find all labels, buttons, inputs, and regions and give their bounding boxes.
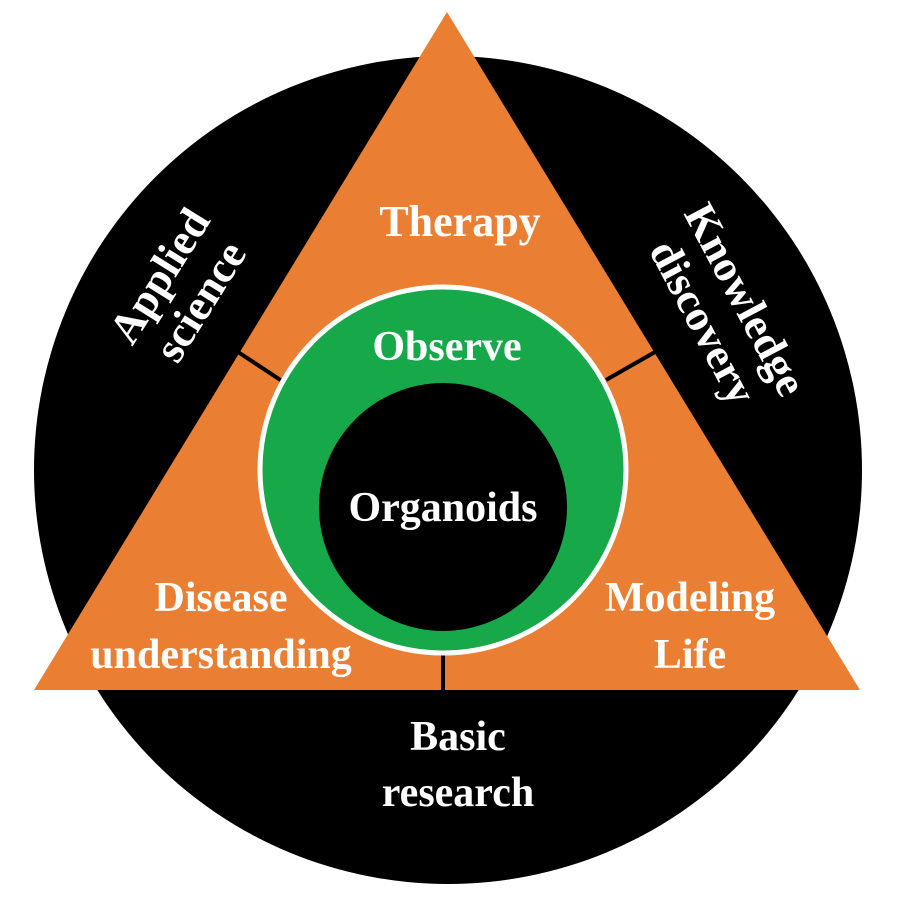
disease-label-line2: understanding (90, 632, 351, 678)
basic-label-line1: Basic (410, 714, 506, 760)
basic-label-line2: research (382, 770, 534, 816)
modeling-label-line2: Life (654, 632, 726, 678)
organoids-label: Organoids (348, 485, 537, 531)
observe-label: Observe (372, 324, 521, 370)
disease-label-line1: Disease (155, 575, 288, 621)
therapy-label: Therapy (379, 197, 540, 246)
divider-right (605, 350, 656, 382)
divider-left (236, 350, 284, 383)
modeling-label-line1: Modeling (605, 575, 775, 621)
inner-circle (319, 383, 567, 631)
